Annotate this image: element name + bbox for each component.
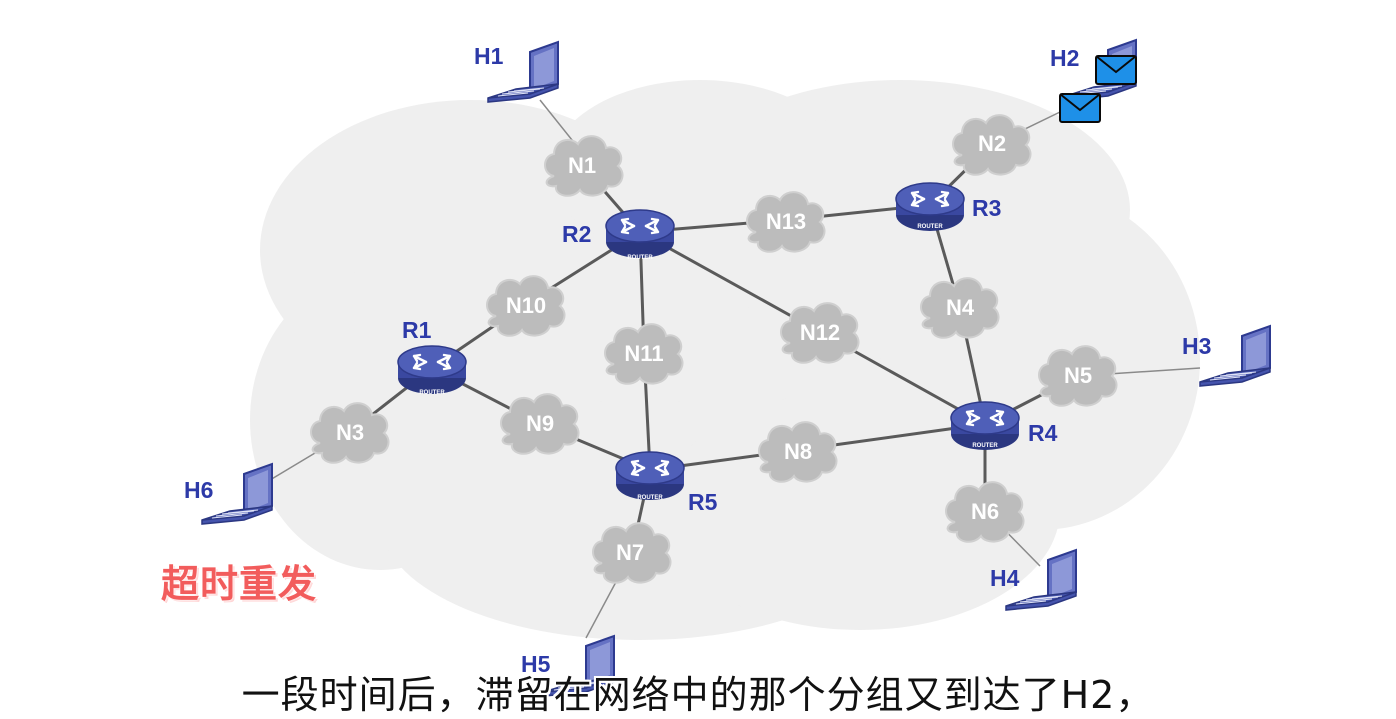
router-R2: ROUTER R2 [562,208,676,261]
network-label-N5: N5 [1064,363,1092,388]
router-tag-R4: ROUTER [972,443,998,449]
network-label-N6: N6 [971,499,999,524]
timeout-retransmit-label: 超时重发 [161,562,318,606]
router-tag-R1: ROUTER [419,390,445,396]
envelope-icon [1059,93,1101,123]
network-N4: N4 [920,277,1000,339]
router-tag-R2: ROUTER [627,255,653,261]
host-label-H3: H3 [1182,333,1211,359]
network-N5: N5 [1038,345,1118,407]
network-N3: N3 [310,402,390,464]
network-N9: N9 [500,393,580,455]
network-label-N10: N10 [506,293,546,318]
router-label-R2: R2 [562,221,591,247]
host-label-H6: H6 [184,477,213,503]
router-R4: ROUTER R4 [949,400,1058,452]
host-H4: H4 [990,549,1077,611]
network-N8: N8 [758,421,838,483]
network-label-N12: N12 [800,320,840,345]
host-label-H1: H1 [474,43,504,69]
network-label-N3: N3 [336,420,364,445]
host-H1: H1 [474,41,559,103]
background-cloud [250,80,1200,640]
network-label-N8: N8 [784,439,812,464]
network-label-N1: N1 [568,153,596,178]
subtitle-caption: 一段时间后，滞留在网络中的那个分组又到达了H2， [241,673,1155,717]
host-H5: H5 [521,635,615,697]
router-R3: ROUTER R3 [894,181,1001,233]
router-label-R1: R1 [402,317,432,343]
network-label-N9: N9 [526,411,554,436]
network-N13: N13 [746,191,826,253]
envelope-icon [1095,55,1137,85]
network-N7: N7 [592,522,672,584]
router-R5: ROUTER R5 [614,450,718,515]
network-N12: N12 [780,302,860,364]
router-tag-R3: ROUTER [917,224,943,230]
router-label-R5: R5 [688,489,718,515]
router-R1: ROUTER R1 [396,317,468,396]
host-label-H5: H5 [521,651,551,677]
network-label-N11: N11 [624,341,663,366]
network-label-N2: N2 [978,131,1006,156]
host-H2: H2 [1050,39,1137,101]
network-label-N7: N7 [616,540,644,565]
host-H3: H3 [1182,325,1271,387]
router-label-R3: R3 [972,195,1001,221]
network-N2: N2 [952,114,1032,176]
network-N11: N11 [604,323,684,385]
network-N1: N1 [544,135,624,197]
host-label-H4: H4 [990,565,1020,591]
network-label-N13: N13 [766,209,806,234]
network-N6: N6 [945,481,1025,543]
router-label-R4: R4 [1028,420,1058,446]
host-H6: H6 [184,463,273,525]
network-N10: N10 [486,275,566,337]
network-label-N4: N4 [946,295,975,320]
host-label-H2: H2 [1050,45,1079,71]
router-tag-R5: ROUTER [637,495,663,501]
